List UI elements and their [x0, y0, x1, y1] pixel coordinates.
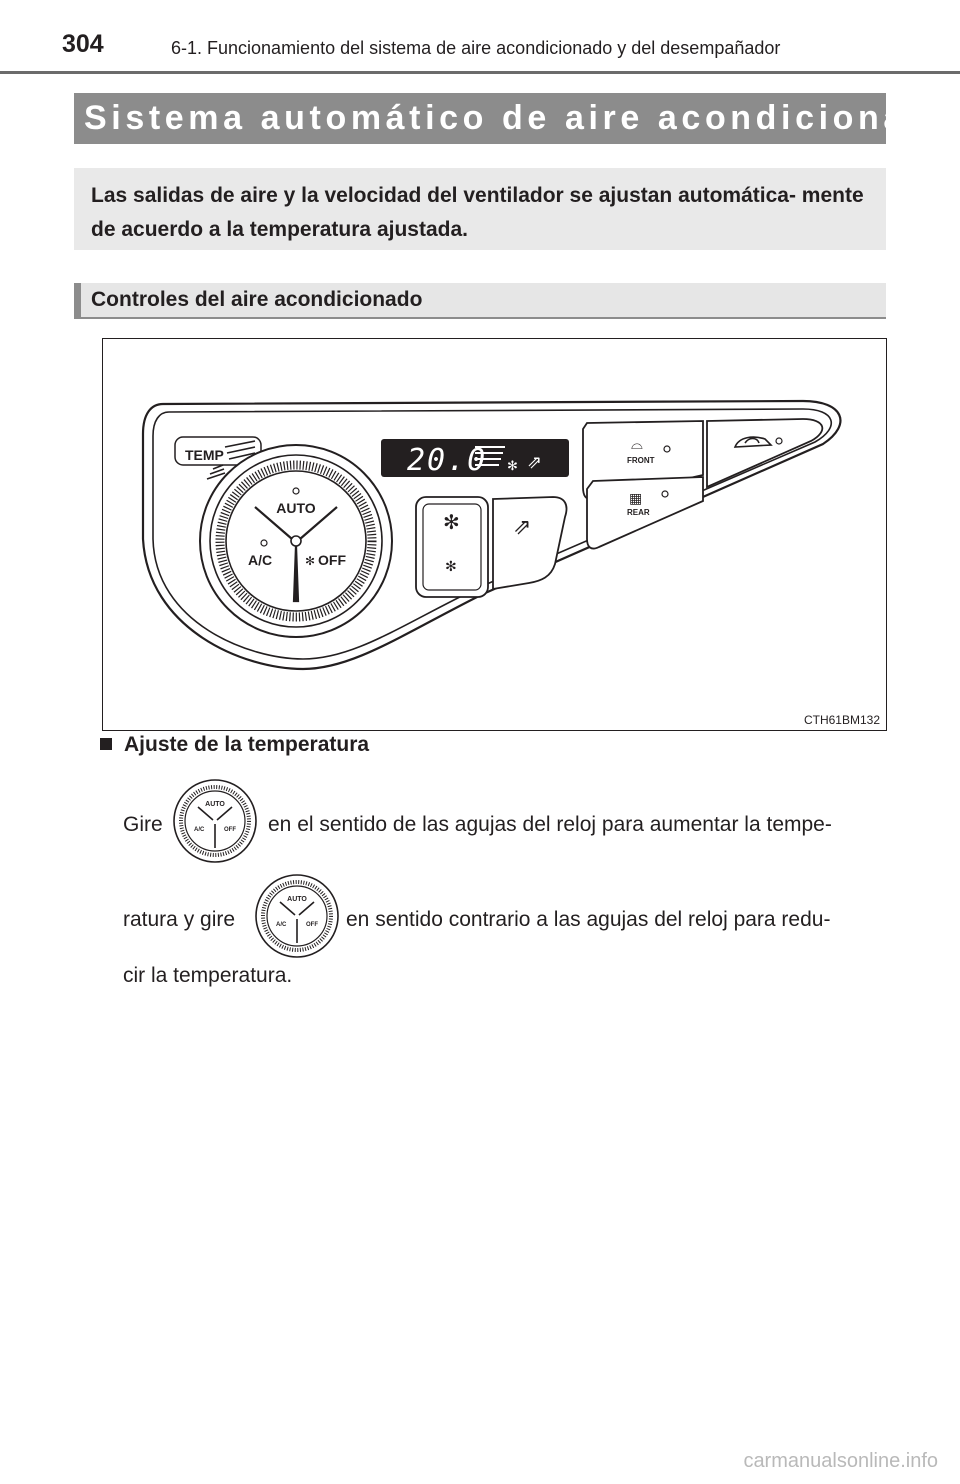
body-line-2a: ratura y gire: [123, 908, 236, 931]
section-accent: [74, 283, 81, 319]
temp-gradient-icon: [206, 440, 256, 480]
ac-indicator: [260, 539, 268, 547]
dial-inline-ac-1: A/C: [194, 827, 205, 833]
page-number: 304: [62, 30, 104, 58]
rear-defroster-frame: [586, 476, 704, 550]
rear-defroster-icon: ▦: [629, 491, 642, 507]
temp-label: TEMP: [185, 447, 224, 463]
rear-label: REAR: [627, 508, 650, 517]
dial-ac-label: A/C: [248, 552, 272, 568]
display-airflow-icon: ⇗: [527, 452, 542, 473]
fan-icon: ✻: [305, 554, 315, 568]
dial-inline-icon-2: AUTO A/C OFF: [255, 874, 339, 958]
rear-indicator: [661, 490, 669, 498]
section-bar: Controles del aire acondicionado: [74, 283, 886, 319]
recirculation-icon: [733, 436, 773, 448]
figure-code: CTH61BM132: [803, 713, 880, 727]
display-temperature: 20.0: [407, 443, 487, 478]
dial-inline-auto-1: AUTO: [205, 801, 225, 808]
dial-inline-ac-2: A/C: [276, 922, 287, 928]
dial-face: [225, 470, 367, 612]
air-mode-button[interactable]: ⇗: [492, 496, 568, 591]
dial-inline-auto-2: AUTO: [287, 896, 307, 903]
intro-box: Las salidas de aire y la velocidad del v…: [74, 168, 886, 250]
recirculation-indicator: [775, 437, 783, 445]
fan-speed-inner: [422, 503, 482, 591]
body-line-1b: en el sentido de las agujas del reloj pa…: [268, 813, 832, 836]
intro-text: Las salidas de aire y la velocidad del v…: [91, 184, 864, 241]
fan-speed-button[interactable]: ✻ ✻: [415, 496, 489, 598]
front-indicator: [663, 445, 671, 453]
display-fan-bars: [475, 446, 505, 466]
auto-indicator: [292, 487, 300, 495]
air-mode-icon: ⇗: [513, 515, 531, 540]
dial-inline-off-2: OFF: [306, 922, 318, 928]
dial-inline-icon-1: AUTO A/C OFF: [173, 779, 257, 863]
header-rule: [0, 71, 960, 74]
body-line-2b: en sentido contrario a las agujas del re…: [346, 908, 831, 931]
dial-off-label: OFF: [318, 552, 346, 568]
fan-high-icon: ✻: [443, 510, 460, 534]
panel-inner-outline: [152, 408, 833, 660]
page-title: Sistema automático de aire acondicionado: [84, 99, 958, 137]
dial-bezel: [209, 454, 383, 628]
fan-low-icon: ✻: [445, 559, 457, 575]
dial-knurl: [215, 460, 377, 622]
running-head: 6-1. Funcionamiento del sistema de aire …: [171, 38, 781, 58]
watermark: carmanualsonline.info: [743, 1450, 938, 1472]
temp-dial[interactable]: AUTO A/C OFF ✻: [199, 444, 393, 638]
body-line-3: cir la temperatura.: [123, 964, 293, 987]
subsection-heading: Ajuste de la temperatura: [100, 733, 369, 757]
subsection-title: Ajuste de la temperatura: [124, 733, 370, 756]
section-title: Controles del aire acondicionado: [91, 288, 423, 311]
fan-speed-frame: [415, 496, 489, 598]
recirculation-button[interactable]: [706, 418, 824, 489]
body-line-1a: Gire: [123, 813, 163, 836]
rear-defroster-button[interactable]: ▦ REAR: [586, 476, 704, 550]
temperature-display: 20.0 ✻ ⇗: [381, 439, 569, 478]
bullet-square: [100, 738, 112, 750]
recirculation-frame: [706, 418, 824, 489]
dial-inline-off-1: OFF: [224, 827, 236, 833]
climate-control-panel-illustration: TEMP AUTO A/C OFF ✻ 20.0 ✻ ⇗: [141, 399, 842, 671]
air-mode-frame: [492, 496, 568, 591]
dial-spokes: [254, 506, 338, 603]
title-bar: Sistema automático de aire acondicionado: [74, 93, 953, 144]
display-fan-icon: ✻: [507, 459, 518, 474]
dial-auto-label: AUTO: [276, 500, 316, 516]
front-defroster-icon: ⌓: [631, 435, 643, 453]
figure: TEMP AUTO A/C OFF ✻ 20.0 ✻ ⇗: [102, 338, 887, 731]
front-label: FRONT: [627, 456, 655, 465]
